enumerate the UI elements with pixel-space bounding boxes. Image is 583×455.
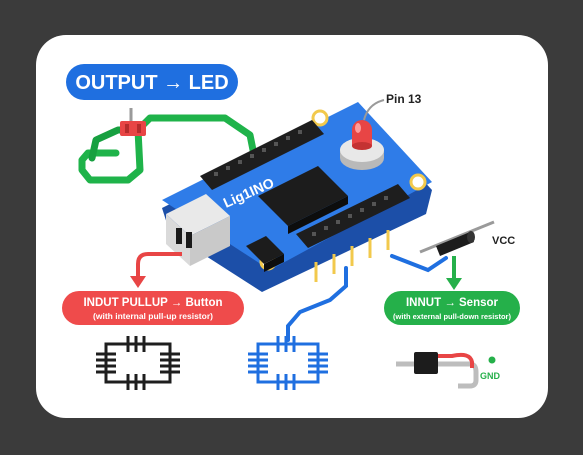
pin-label: Pin 13: [386, 92, 422, 106]
output-badge-label: OUTPUT → LED: [75, 72, 228, 94]
vcc-label: VCC: [492, 235, 515, 247]
pushbutton-schematic-icon: [96, 336, 180, 390]
sensor-subtitle: (with external pull-down resistor): [393, 312, 511, 321]
arrow-icon-sensor: [446, 256, 462, 290]
input-pullup-badge: INDUT PULLUP → Button (with internal pul…: [62, 291, 244, 325]
blue-wire-schematic: [286, 266, 348, 342]
circuit-schematic-icon: [248, 336, 328, 390]
sensor-title: INNUT → Sensor: [406, 297, 499, 309]
input-sensor-badge: INNUT → Sensor (with external pull-down …: [384, 291, 520, 325]
gnd-label: GND: [480, 371, 501, 381]
arrow-icon-pullup: [130, 252, 182, 288]
output-badge: OUTPUT → LED: [66, 64, 238, 100]
pullup-subtitle: (with internal pull-up resistor): [93, 311, 213, 321]
led-header-icon: [120, 108, 146, 136]
blue-wire-sensor: [390, 254, 448, 273]
pullup-title: INDUT PULLUP → Button: [83, 297, 222, 309]
sensor-resistor-icon: [396, 352, 496, 389]
led-icon: [340, 99, 385, 170]
resistor-icon: [419, 220, 495, 256]
